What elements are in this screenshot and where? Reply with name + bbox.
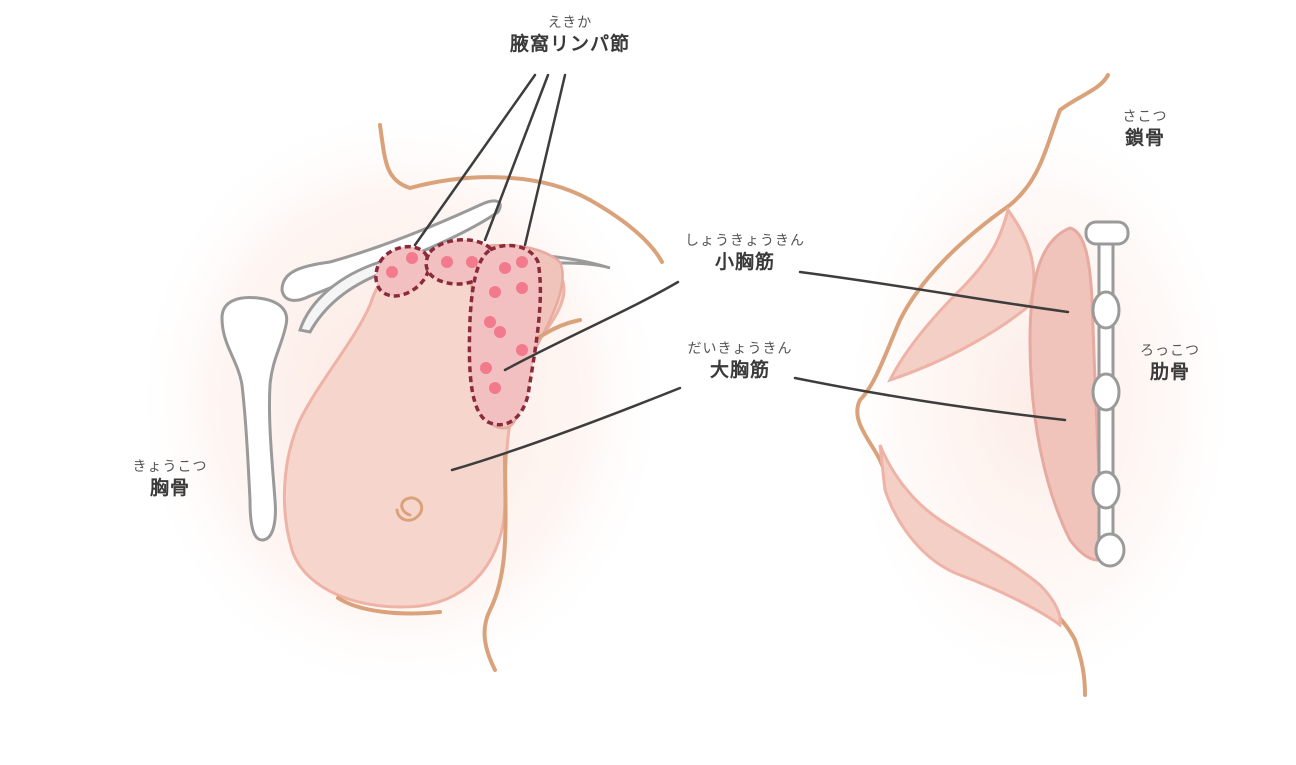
rib-column	[1084, 220, 1130, 568]
lymph-dot	[489, 382, 501, 394]
pec-minor-side	[1028, 226, 1107, 562]
label-pec-major-text: 大胸筋	[709, 359, 770, 381]
label-axillary-text: 腋窩リンパ節	[509, 33, 630, 55]
front-view	[220, 123, 664, 672]
label-axillary-reading: えきか	[547, 15, 593, 31]
lymph-dot	[406, 252, 418, 264]
label-rib: ろっこつ 肋骨	[1120, 342, 1220, 384]
leader-axillary-1	[413, 73, 537, 247]
lymph-dot	[516, 344, 528, 356]
label-clavicle-reading: さこつ	[1122, 109, 1168, 125]
label-pec-major: だいきょうきん 大胸筋	[660, 340, 820, 382]
lymph-dot	[516, 256, 528, 268]
leader-pec-major-front	[450, 386, 682, 472]
lymph-dot	[494, 326, 506, 338]
label-pec-minor-text: 小胸筋	[714, 251, 775, 273]
label-clavicle: さこつ 鎖骨	[1100, 108, 1190, 150]
rib-node	[1091, 290, 1121, 330]
lymph-dot	[480, 362, 492, 374]
lower-breast-outline	[336, 596, 442, 616]
lymph-dot	[516, 282, 528, 294]
lymph-dot	[466, 256, 478, 268]
leader-pec-major-side	[793, 376, 1067, 422]
rib-node	[1094, 532, 1126, 568]
leader-axillary-2	[483, 73, 550, 242]
lymph-dot	[441, 256, 453, 268]
rib-cap	[1084, 220, 1130, 246]
side-view	[855, 73, 1130, 697]
label-sternum-text: 胸骨	[149, 477, 190, 499]
lymph-dot	[484, 316, 496, 328]
lymph-dot	[499, 262, 511, 274]
label-sternum: きょうこつ 胸骨	[110, 458, 230, 500]
label-sternum-reading: きょうこつ	[132, 459, 208, 475]
lymph-dot	[489, 286, 501, 298]
neck-shoulder-outline	[378, 123, 664, 264]
label-rib-text: 肋骨	[1149, 361, 1190, 383]
rib-node	[1091, 372, 1121, 412]
lymph-dots	[386, 252, 528, 394]
leader-pec-minor-side	[798, 270, 1070, 314]
label-pec-major-reading: だいきょうきん	[687, 341, 793, 357]
breast-side-lower	[878, 444, 1062, 628]
lymph-dot	[386, 266, 398, 278]
label-pec-minor: しょうきょうきん 小胸筋	[655, 232, 835, 274]
label-pec-minor-reading: しょうきょうきん	[685, 233, 805, 249]
nipple-swirl	[395, 496, 424, 522]
rib-node	[1091, 470, 1121, 510]
sternum-bone	[220, 296, 289, 542]
leader-axillary-3	[523, 73, 567, 247]
label-clavicle-text: 鎖骨	[1124, 127, 1165, 149]
leader-lines	[413, 73, 1070, 472]
label-axillary-lymph-node: えきか 腋窩リンパ節	[490, 14, 650, 56]
leader-pec-minor-front	[503, 280, 680, 372]
label-rib-reading: ろっこつ	[1140, 343, 1200, 359]
